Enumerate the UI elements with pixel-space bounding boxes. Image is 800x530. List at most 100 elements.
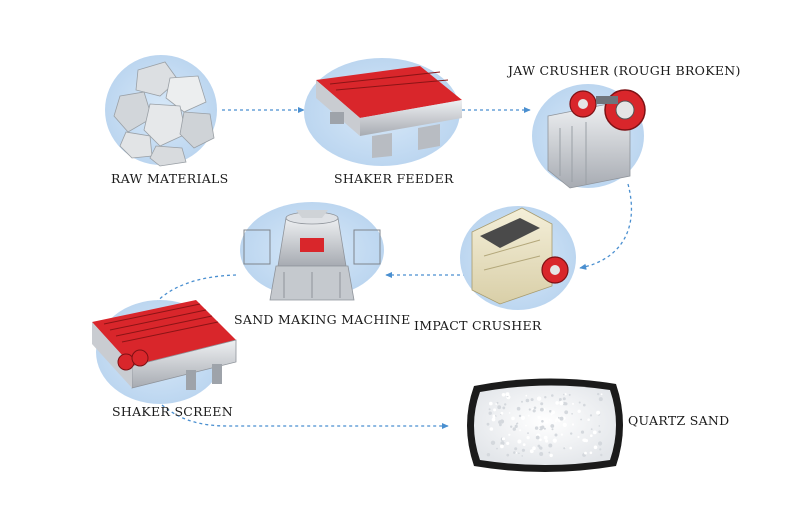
sand-grain xyxy=(542,418,545,421)
sand-grain xyxy=(525,424,527,427)
sand-grain xyxy=(598,397,603,402)
quartz-sand-icon xyxy=(467,378,623,472)
sand-grain-texture xyxy=(486,392,603,458)
sand-grain xyxy=(506,453,510,457)
sand-grain xyxy=(525,394,528,397)
sand-grain xyxy=(529,449,534,454)
sand-grain xyxy=(568,393,571,396)
sand-grain xyxy=(538,427,541,429)
sand-grain xyxy=(580,430,585,434)
sand-grain xyxy=(550,413,553,416)
sand-grain xyxy=(500,441,505,446)
sand-grain xyxy=(514,424,518,428)
sand-grain xyxy=(491,417,496,422)
step-jaw-crusher xyxy=(532,84,646,189)
label-quartz-sand: QUARTZ SAND xyxy=(628,413,730,428)
sand-grain xyxy=(502,406,506,410)
sand-grain xyxy=(490,440,496,445)
sand-grain xyxy=(538,446,542,449)
sand-grain xyxy=(598,441,603,446)
flow-connectors xyxy=(149,106,633,430)
sand-grain xyxy=(488,411,492,415)
label-raw-materials: RAW MATERIALS xyxy=(111,171,229,186)
sand-grain xyxy=(598,425,601,427)
sand-grain xyxy=(570,432,573,435)
sand-grain xyxy=(572,402,574,405)
sand-grain xyxy=(583,438,587,443)
sand-grain xyxy=(548,451,551,454)
sand-grain xyxy=(564,410,569,415)
sand-grain xyxy=(525,398,530,403)
sand-grain xyxy=(512,427,516,431)
sand-grain xyxy=(526,436,530,440)
label-impact-crusher: IMPACT CRUSHER xyxy=(414,318,542,333)
sand-grain xyxy=(500,444,504,449)
sand-grain xyxy=(590,428,593,431)
sand-grain xyxy=(571,423,575,426)
sand-grain xyxy=(544,419,549,424)
sand-grain xyxy=(519,429,522,432)
sand-grain xyxy=(589,451,593,455)
sand-grain xyxy=(596,410,601,415)
sand-grain xyxy=(500,411,504,415)
sand-grain xyxy=(518,414,522,418)
sand-grain xyxy=(534,426,539,430)
sand-grain xyxy=(577,435,580,439)
sand-making-machine-icon xyxy=(243,210,381,301)
sand-grain xyxy=(517,439,522,444)
label-sand-making-machine: SAND MAKING MACHINE xyxy=(234,312,411,327)
sand-grain xyxy=(560,433,564,436)
sand-grain xyxy=(552,438,557,443)
sand-grain xyxy=(489,427,494,431)
sand-grain xyxy=(510,425,513,428)
sand-grain xyxy=(496,401,499,404)
sand-grain xyxy=(559,399,561,402)
step-raw-materials xyxy=(105,55,217,167)
sand-grain xyxy=(539,438,542,442)
connector-jaw-to-impact xyxy=(579,183,633,270)
sand-grain xyxy=(562,397,566,401)
sand-grain xyxy=(530,398,534,402)
sand-grain xyxy=(489,401,493,406)
sand-grain xyxy=(563,393,565,396)
sand-grain xyxy=(532,446,536,451)
step-shaker-feeder xyxy=(304,58,462,166)
sand-grain xyxy=(559,416,564,421)
sand-grain xyxy=(551,428,554,431)
sand-grain xyxy=(520,415,526,420)
sand-grain xyxy=(559,401,564,406)
sand-grain xyxy=(496,447,498,450)
impact-crusher-icon xyxy=(471,207,569,305)
sand-grain xyxy=(543,427,546,430)
sand-grain xyxy=(592,430,597,435)
sand-grain xyxy=(493,408,497,412)
step-shaker-screen xyxy=(92,300,237,404)
sand-grain xyxy=(521,448,526,452)
sand-grain xyxy=(527,432,529,434)
sand-grain xyxy=(558,419,561,423)
sand-grain xyxy=(545,439,549,443)
step-sand-making-machine xyxy=(240,202,384,301)
sand-grain xyxy=(569,446,572,450)
sand-grain xyxy=(532,409,536,413)
sand-grain xyxy=(562,422,567,427)
sand-grain xyxy=(486,422,490,426)
sand-grain xyxy=(571,413,573,415)
sand-grain xyxy=(587,418,590,422)
sand-grain xyxy=(541,425,545,429)
sand-grain xyxy=(528,408,531,411)
label-jaw-crusher: JAW CRUSHER (ROUGH BROKEN) xyxy=(508,63,741,78)
sand-grain xyxy=(557,416,560,419)
sand-grain xyxy=(550,424,555,428)
sand-grain xyxy=(516,406,521,411)
sand-grain xyxy=(540,407,544,412)
sand-grain xyxy=(600,453,603,457)
sand-grain xyxy=(522,443,526,446)
sand-grain xyxy=(492,414,496,418)
sand-grain xyxy=(518,452,520,455)
label-shaker-screen: SHAKER SCREEN xyxy=(112,404,233,419)
sand-grain xyxy=(541,420,544,423)
sand-grain xyxy=(597,392,600,396)
step-quartz-sand xyxy=(467,378,623,472)
sand-grain xyxy=(508,412,511,414)
